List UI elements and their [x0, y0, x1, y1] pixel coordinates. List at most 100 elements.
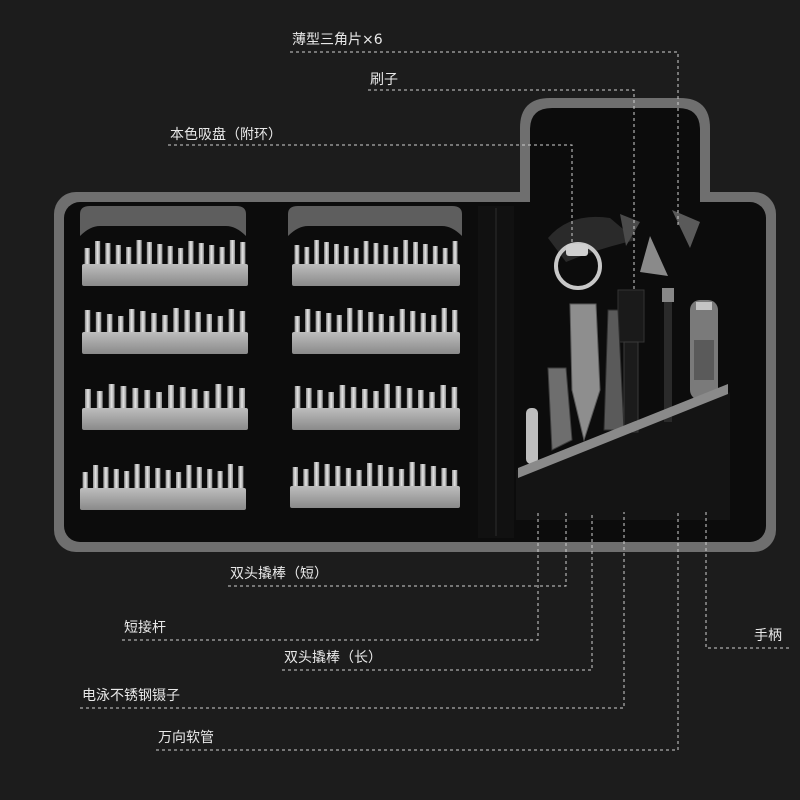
- screwdriver-bit: [324, 464, 330, 490]
- label-triangle-picks: 薄型三角片×6: [292, 32, 383, 48]
- triangle-picks: [620, 210, 700, 276]
- screwdriver-bit: [228, 309, 235, 336]
- screwdriver-bit: [347, 308, 353, 336]
- screwdriver-bit: [422, 244, 428, 268]
- screwdriver-bit: [173, 308, 179, 336]
- suction-cup: [548, 216, 636, 290]
- pouch-slot-band: [608, 420, 638, 442]
- screwdriver-bit: [441, 468, 447, 490]
- bit-row: [290, 462, 460, 508]
- leader-extension: [122, 512, 539, 641]
- screwdriver-bit: [314, 240, 320, 268]
- case-tab-left: [80, 206, 246, 236]
- tool-pouch: [516, 392, 730, 520]
- screwdriver-bit: [440, 385, 446, 412]
- screwdriver-bit: [326, 313, 332, 336]
- leader-triangle: [290, 51, 679, 228]
- pry-bar-long: [569, 303, 601, 442]
- screwdriver-bit: [93, 465, 99, 492]
- pouch-slots: [518, 384, 728, 478]
- screwdriver-bit: [84, 310, 91, 336]
- screwdriver-bit: [95, 312, 102, 336]
- screwdriver-bit: [294, 245, 300, 268]
- screwdriver-bit: [406, 388, 413, 412]
- screwdriver-bit: [389, 316, 395, 336]
- screwdriver-bit: [336, 315, 342, 336]
- screwdriver-bit: [294, 386, 301, 412]
- screwdriver-bit: [146, 242, 152, 268]
- screwdriver-bit: [140, 311, 146, 336]
- bit-row: [80, 464, 246, 510]
- pouch-slot-band: [518, 456, 548, 478]
- screwdriver-bit: [368, 312, 374, 336]
- bit-holder-strip: [290, 486, 460, 508]
- screwdriver-bit: [162, 315, 168, 336]
- screwdriver-bit: [239, 311, 246, 336]
- label-extension-bar: 短接杆: [124, 620, 166, 636]
- screwdriver-bit: [452, 241, 458, 268]
- screwdriver-bit: [403, 240, 409, 268]
- bit-holder-strip: [82, 408, 248, 430]
- pouch-slot-band: [698, 384, 728, 406]
- screwdriver-bit: [151, 313, 157, 336]
- screwdriver-bit: [103, 467, 109, 492]
- screwdriver-bit: [144, 390, 151, 412]
- screwdriver-bit: [429, 392, 435, 412]
- screwdriver-bit: [217, 316, 224, 336]
- label-tweezers: 电泳不锈钢镊子: [82, 688, 180, 704]
- screwdriver-bit: [362, 389, 368, 412]
- screwdriver-bit: [388, 467, 394, 490]
- screwdriver-bit: [207, 469, 213, 492]
- screwdriver-bit: [219, 247, 225, 268]
- bit-rows: [80, 240, 460, 510]
- screwdriver-bit: [179, 387, 186, 412]
- leader-tweezers: [80, 512, 625, 709]
- label-brush: 刷子: [370, 72, 398, 88]
- screwdriver-bit: [399, 309, 405, 336]
- screwdriver-bit: [413, 242, 418, 268]
- screwdriver-bit: [303, 469, 309, 490]
- label-pry-bar-short: 双头撬棒（短）: [230, 566, 328, 582]
- screwdriver-bit: [373, 243, 379, 268]
- pouch-slot-band: [578, 432, 608, 454]
- screwdriver-bit: [315, 311, 321, 336]
- case-tab-right: [288, 206, 462, 236]
- screwdriver-bit: [431, 315, 437, 336]
- screwdriver-bit: [184, 310, 190, 336]
- bit-row: [292, 240, 460, 286]
- screwdriver-bit: [155, 468, 161, 492]
- screwdriver-bit: [292, 467, 298, 490]
- screwdriver-bit: [136, 240, 142, 268]
- screwdriver-bit: [353, 248, 359, 268]
- bit-row: [292, 308, 460, 354]
- label-handle: 手柄: [754, 628, 782, 644]
- screwdriver-bit: [442, 248, 448, 268]
- screwdriver-bit: [363, 241, 369, 268]
- screwdriver-bit: [345, 468, 352, 490]
- label-flex-shaft: 万向软管: [158, 730, 214, 746]
- screwdriver-bit: [124, 471, 130, 492]
- screwdriver-bit: [395, 386, 402, 412]
- screwdriver-bit: [227, 464, 233, 492]
- screwdriver-bit: [378, 314, 384, 336]
- screwdriver-bit: [377, 465, 383, 490]
- screwdriver-bit: [95, 241, 101, 268]
- screwdriver-bit: [227, 386, 234, 412]
- screwdriver-bit: [324, 242, 329, 268]
- pry-bar-short: [547, 367, 573, 451]
- bit-holder-strip: [292, 408, 460, 430]
- screwdriver-bit: [317, 390, 323, 412]
- screwdriver-bit: [209, 245, 215, 268]
- bit-holder-strip: [82, 264, 248, 286]
- leader-suction: [168, 144, 573, 244]
- screwdriver-bit: [134, 464, 140, 492]
- screwdriver-bit: [191, 389, 198, 412]
- screwdriver-bit: [229, 240, 235, 268]
- leader-flex: [156, 512, 679, 751]
- screwdriver-bit: [451, 387, 458, 412]
- screwdriver-bit: [198, 243, 204, 268]
- screwdriver-bit: [203, 391, 210, 412]
- screwdriver-bit: [106, 314, 113, 336]
- bit-holder-strip: [80, 488, 246, 510]
- extension-bar: [526, 408, 538, 464]
